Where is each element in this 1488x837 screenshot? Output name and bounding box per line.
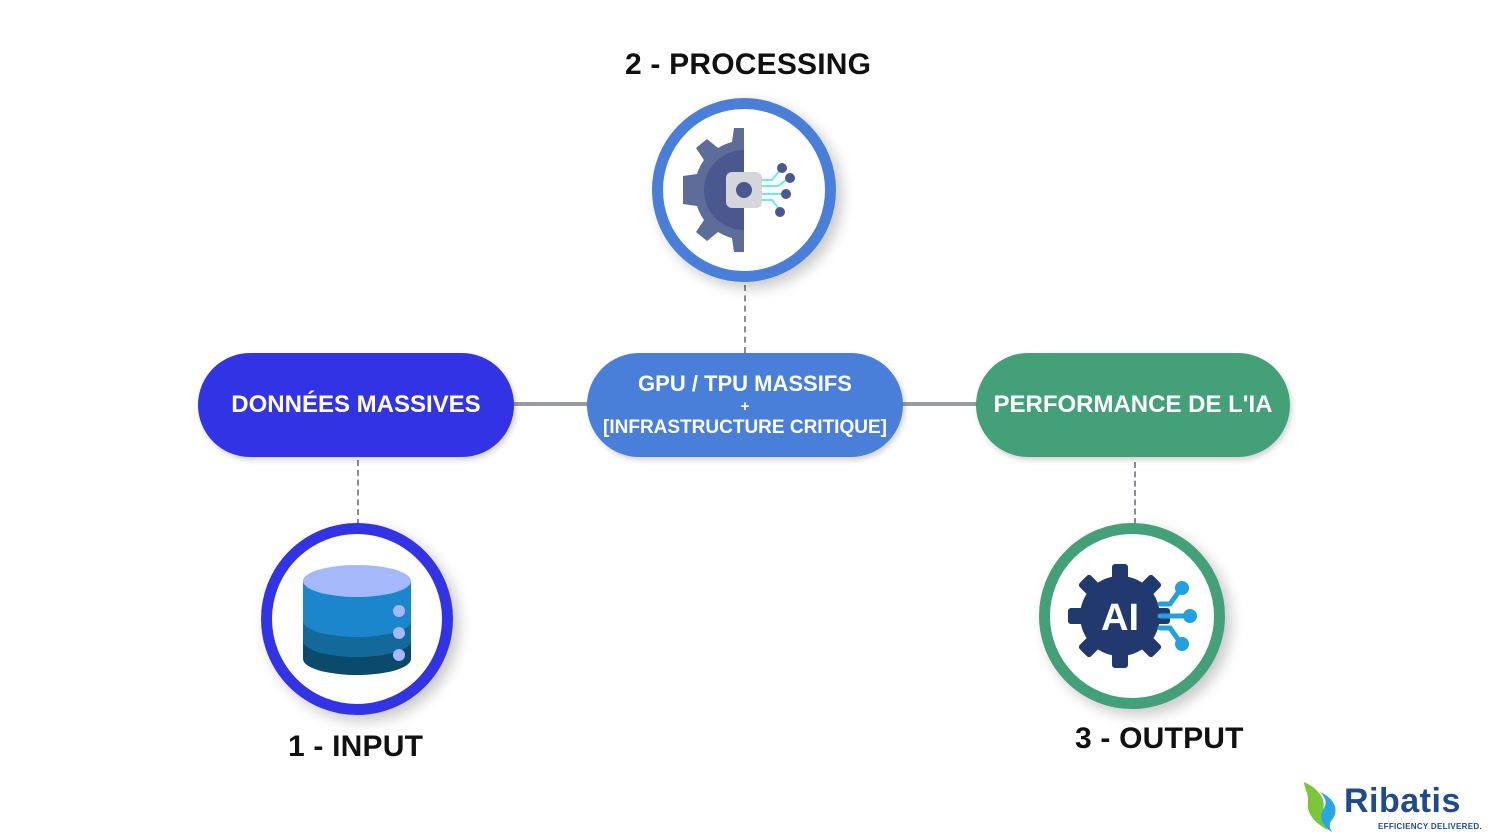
input-icon-circle [261,523,453,715]
processing-pill-line2: [INFRASTRUCTURE CRITIQUE] [603,417,887,438]
ai-icon-text: AI [1101,597,1139,639]
connector-processing-icon [744,285,746,353]
output-pill-text: PERFORMANCE DE L'IA [993,391,1273,418]
processing-icon-circle [652,98,836,282]
output-icon-circle: AI [1039,523,1225,709]
leaf-logo-icon [1304,782,1336,832]
logo-tagline: EFFICIENCY DELIVERED. [1378,822,1482,831]
processing-pill-plus: + [740,398,750,415]
processing-stage-label: 2 - PROCESSING [625,48,872,81]
processing-pill-line1: GPU / TPU MASSIFS [638,371,852,396]
database-icon [303,565,411,675]
connector-output-icon [1134,462,1136,524]
gear-chip-icon [683,128,795,252]
output-pill: PERFORMANCE DE L'IA [976,353,1290,457]
ribatis-logo: Ribatis EFFICIENCY DELIVERED. [1298,778,1483,834]
input-pill: DONNÉES MASSIVES [198,353,514,457]
connector-processing-output [898,402,980,406]
processing-pill: GPU / TPU MASSIFS + [INFRASTRUCTURE CRIT… [587,353,903,457]
input-stage-label: 1 - INPUT [288,730,424,763]
connector-input-processing [512,402,592,406]
output-stage-label: 3 - OUTPUT [1075,722,1244,755]
ai-gear-icon: AI [1068,564,1197,668]
input-pill-text: DONNÉES MASSIVES [231,391,481,418]
connector-input-icon [357,460,359,525]
logo-name: Ribatis [1344,782,1461,820]
